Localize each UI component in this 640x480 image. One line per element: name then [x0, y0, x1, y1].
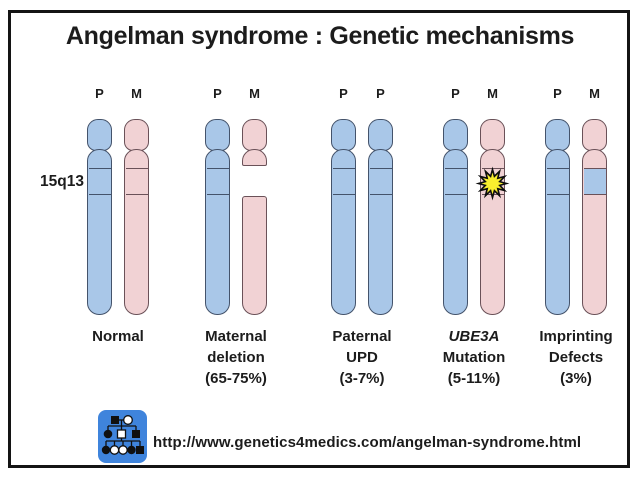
maternal-chromosome-deleted	[242, 86, 267, 396]
q-arm-lower	[242, 196, 267, 315]
p-arm	[368, 119, 393, 151]
parent-label-maternal: M	[487, 86, 498, 101]
band-15q13-region	[88, 168, 111, 195]
chromosome-pair-imprinting-defects: P M Imprinting Defects (3%)	[539, 86, 612, 396]
q-arm	[368, 149, 393, 315]
paternal-chromosome	[87, 86, 112, 396]
q-arm	[331, 149, 356, 315]
parent-label-paternal: P	[451, 86, 460, 101]
chromosome-pair-ube3a-mutation: P M UBE3A Mutation (5-11%)	[443, 86, 510, 396]
mechanism-caption-paternal-upd: Paternal UPD (3-7%)	[332, 328, 392, 387]
deletion-gap	[242, 166, 267, 196]
band-15q13-paternal-imprint	[583, 168, 606, 195]
genetics4medics-logo	[98, 410, 147, 463]
q-arm-upper-stub	[242, 149, 267, 166]
p-arm	[443, 119, 468, 151]
paternal-chromosome	[443, 86, 468, 396]
q-arm	[443, 149, 468, 315]
parent-label-paternal: P	[553, 86, 562, 101]
band-label-15q13: 15q13	[40, 173, 84, 190]
p-arm	[87, 119, 112, 151]
parent-label-maternal: M	[131, 86, 142, 101]
paternal-chromosome-duplicate	[368, 86, 393, 396]
maternal-chromosome-mutated	[475, 86, 510, 396]
page-title: Angelman syndrome : Genetic mechanisms	[65, 22, 575, 50]
p-arm	[545, 119, 570, 151]
p-arm	[124, 119, 149, 151]
parent-label-maternal: M	[589, 86, 600, 101]
maternal-chromosome-imprint-defect	[582, 86, 607, 396]
chromosome-pair-maternal-deletion: P M Maternal deletion (65-75%)	[205, 86, 267, 396]
band-15q13-region	[206, 168, 229, 195]
parent-label-paternal: P	[95, 86, 104, 101]
q-arm	[205, 149, 230, 315]
paternal-chromosome	[331, 86, 356, 396]
source-url: http://www.genetics4medics.com/angelman-…	[153, 434, 582, 451]
mechanism-caption-maternal-deletion: Maternal deletion (65-75%)	[205, 328, 267, 387]
band-15q13-region	[332, 168, 355, 195]
q-arm	[545, 149, 570, 315]
band-15q13-region	[444, 168, 467, 195]
mechanism-caption-imprinting: Imprinting Defects (3%)	[539, 328, 613, 387]
mutation-starburst-icon	[475, 166, 510, 201]
band-15q13-region	[546, 168, 569, 195]
parent-label-paternal-2: P	[376, 86, 385, 101]
p-arm	[331, 119, 356, 151]
parent-label-paternal: P	[213, 86, 222, 101]
p-arm	[480, 119, 505, 151]
maternal-chromosome	[124, 86, 149, 396]
mechanism-caption-normal: Normal	[92, 328, 144, 345]
parent-label-paternal: P	[339, 86, 348, 101]
q-arm	[124, 149, 149, 315]
chromosome-pair-normal: P M Normal	[87, 86, 149, 396]
band-15q13-region	[125, 168, 148, 195]
band-15q13-region	[369, 168, 392, 195]
p-arm	[582, 119, 607, 151]
q-arm	[87, 149, 112, 315]
paternal-chromosome	[205, 86, 230, 396]
chromosome-pair-paternal-upd: P P Paternal UPD (3-7%)	[331, 86, 393, 396]
p-arm	[205, 119, 230, 151]
p-arm	[242, 119, 267, 151]
parent-label-maternal: M	[249, 86, 260, 101]
pedigree-chart-icon	[101, 415, 144, 455]
mechanism-caption-ube3a: UBE3A Mutation (5-11%)	[442, 328, 506, 387]
paternal-chromosome	[545, 86, 570, 396]
